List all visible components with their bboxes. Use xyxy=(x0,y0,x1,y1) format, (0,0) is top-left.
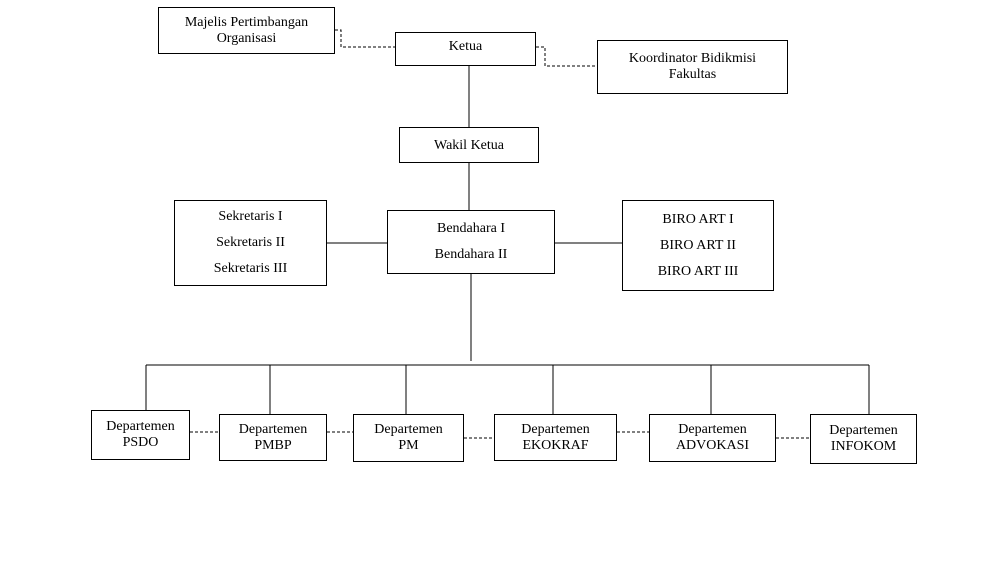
dashed-majelis-ketua xyxy=(335,29,396,48)
dept-ekokraf-line-2: EKOKRAF xyxy=(522,437,589,453)
box-bendahara: Bendahara I Bendahara II xyxy=(387,210,555,274)
dept-infokom-line-1: Departemen xyxy=(829,423,898,438)
sekretaris-1: Sekretaris I xyxy=(218,209,283,224)
biro-art-2: BIRO ART II xyxy=(660,237,736,253)
box-koordinator-bidikmisi: Koordinator Bidikmisi Fakultas xyxy=(597,40,788,94)
dept-pmbp-line-1: Departemen xyxy=(238,421,308,437)
dept-pm-line-1: Departemen xyxy=(374,422,443,437)
bendahara-1: Bendahara I xyxy=(436,221,506,236)
biro-art-3: BIRO ART III xyxy=(657,263,739,279)
box-ketua: Ketua xyxy=(395,32,536,66)
majelis-line-2: Organisasi xyxy=(216,30,277,46)
ketua-label: Ketua xyxy=(448,39,483,54)
biro-art-1: BIRO ART I xyxy=(662,211,734,227)
bendahara-2: Bendahara II xyxy=(434,247,508,262)
dashed-ketua-koordinator xyxy=(536,46,598,67)
koordinator-line-1: Koordinator Bidikmisi xyxy=(628,51,757,66)
box-departemen-pm: Departemen PM xyxy=(353,414,464,462)
dept-pm-line-2: PM xyxy=(398,438,419,453)
dept-advokasi-line-2: ADVOKASI xyxy=(675,438,750,453)
dept-advokasi-line-1: Departemen xyxy=(678,422,747,437)
sekretaris-3: Sekretaris III xyxy=(213,261,288,276)
box-departemen-advokasi: Departemen ADVOKASI xyxy=(649,414,776,462)
dept-infokom-line-2: INFOKOM xyxy=(830,439,897,454)
box-biro-art: BIRO ART I BIRO ART II BIRO ART III xyxy=(622,200,774,291)
dept-ekokraf-line-1: Departemen xyxy=(521,421,590,437)
dept-psdo-line-1: Departemen xyxy=(106,419,175,434)
wakil-ketua-label: Wakil Ketua xyxy=(433,137,504,153)
dept-pmbp-line-2: PMBP xyxy=(254,437,292,453)
majelis-line-1: Majelis Pertimbangan xyxy=(184,14,309,30)
box-departemen-psdo: Departemen PSDO xyxy=(91,410,190,460)
koordinator-line-2: Fakultas xyxy=(668,67,717,82)
sekretaris-2: Sekretaris II xyxy=(216,235,285,250)
box-sekretaris: Sekretaris I Sekretaris II Sekretaris II… xyxy=(174,200,327,286)
box-departemen-ekokraf: Departemen EKOKRAF xyxy=(494,414,617,461)
box-wakil-ketua: Wakil Ketua xyxy=(399,127,539,163)
dept-psdo-line-2: PSDO xyxy=(122,435,159,450)
box-majelis-pertimbangan: Majelis Pertimbangan Organisasi xyxy=(158,7,335,54)
box-departemen-infokom: Departemen INFOKOM xyxy=(810,414,917,464)
box-departemen-pmbp: Departemen PMBP xyxy=(219,414,327,461)
